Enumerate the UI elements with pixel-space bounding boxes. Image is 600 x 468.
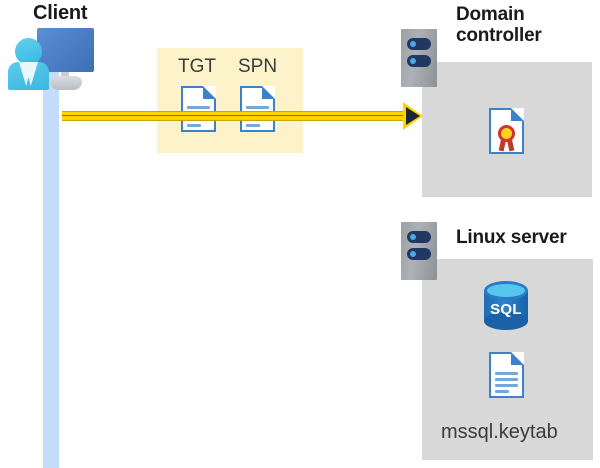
document-line bbox=[495, 390, 509, 393]
server-bar bbox=[407, 55, 431, 67]
tgt-label: TGT bbox=[178, 56, 216, 77]
client-lifeline bbox=[43, 70, 59, 468]
database-top bbox=[484, 281, 528, 300]
seal-medal-icon bbox=[498, 125, 515, 142]
keytab-document-icon bbox=[489, 352, 524, 398]
linux-server-tower-icon bbox=[401, 222, 437, 280]
server-led-icon bbox=[410, 58, 416, 64]
document-line bbox=[187, 124, 201, 127]
server-led-icon bbox=[410, 251, 416, 257]
document-line bbox=[495, 384, 518, 387]
server-bar bbox=[407, 248, 431, 260]
server-led-icon bbox=[410, 41, 416, 47]
monitor-base-icon bbox=[50, 76, 82, 90]
client-workstation-icon bbox=[8, 26, 94, 90]
domain-controller-label: Domain controller bbox=[456, 4, 542, 47]
document-line bbox=[495, 378, 518, 381]
tgt-document-icon bbox=[181, 86, 216, 132]
sql-database-icon: SQL bbox=[484, 281, 528, 331]
person-head-icon bbox=[15, 38, 42, 65]
client-label: Client bbox=[33, 2, 88, 24]
server-bar bbox=[407, 231, 431, 243]
document-line bbox=[495, 372, 518, 375]
arrow-head-icon bbox=[406, 107, 420, 125]
server-led-icon bbox=[410, 234, 416, 240]
spn-document-icon bbox=[240, 86, 275, 132]
database-bottom bbox=[484, 312, 528, 330]
keytab-filename-label: mssql.keytab bbox=[441, 421, 558, 443]
certificate-document-icon bbox=[489, 108, 524, 154]
server-bar bbox=[407, 38, 431, 50]
domain-controller-server-tower-icon bbox=[401, 29, 437, 87]
document-line bbox=[246, 106, 269, 109]
document-line bbox=[187, 106, 210, 109]
document-line bbox=[246, 124, 260, 127]
linux-server-label: Linux server bbox=[456, 227, 567, 248]
arrow-shaft bbox=[62, 111, 407, 121]
spn-label: SPN bbox=[238, 56, 278, 77]
database-caption: SQL bbox=[490, 301, 522, 318]
